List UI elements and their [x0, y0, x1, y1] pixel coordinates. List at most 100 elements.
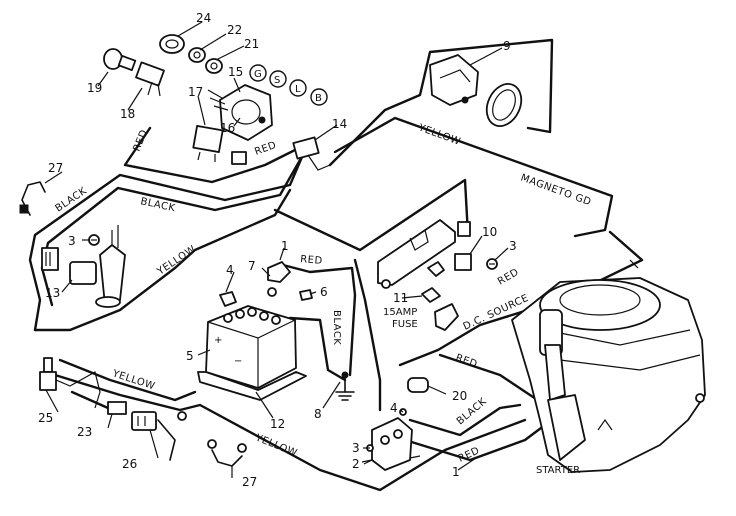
leader-lines	[44, 21, 509, 478]
ground-cable-bottom	[207, 439, 247, 467]
svg-text:+: +	[214, 335, 222, 346]
part-20: 20	[452, 389, 467, 403]
center-harness	[273, 178, 470, 252]
battery-bolt	[219, 291, 237, 307]
terminal-l: L	[295, 84, 301, 95]
starter-label: STARTER	[536, 465, 580, 476]
part-12: 12	[270, 417, 285, 431]
seal-ring	[159, 34, 185, 54]
battery-screw	[299, 289, 313, 301]
light-socket	[135, 61, 165, 97]
part-27-top: 27	[48, 161, 63, 175]
svg-text:−: −	[234, 356, 242, 367]
part-14: 14	[332, 117, 347, 131]
spark-plug	[39, 357, 101, 409]
red-to-starter	[438, 353, 547, 407]
component-labels: 15AMP FUSE STARTER	[383, 307, 580, 476]
yellow-harness-top	[328, 38, 554, 167]
battery-tray	[197, 371, 307, 401]
ignition-switch	[207, 84, 273, 141]
label-yellow-bottom: YELLOW	[110, 368, 156, 392]
fuse	[381, 279, 441, 303]
battery-black-cable	[288, 316, 347, 382]
label-red-right: RED	[496, 267, 521, 288]
part-18: 18	[120, 107, 135, 121]
part-1-top: 1	[281, 239, 289, 253]
label-black-battery: BLACK	[331, 310, 342, 345]
switch-connector	[192, 125, 247, 165]
part-3-right: 3	[509, 239, 517, 253]
magneto-module	[429, 54, 523, 127]
light-bulb	[103, 48, 137, 71]
screw-right	[486, 258, 498, 270]
fuse-holder	[434, 303, 459, 331]
center-harness-lower	[353, 258, 382, 412]
part-1-bottom: 1	[452, 465, 460, 479]
magneto-ground-harness	[333, 116, 614, 238]
part-3-left: 3	[68, 234, 76, 248]
label-yellow-top: YELLOW	[416, 122, 462, 148]
part-27-bottom: 27	[242, 475, 257, 489]
label-yellow-left: YELLOW	[155, 244, 198, 278]
part-6: 6	[320, 285, 328, 299]
red-harness-bottom	[403, 423, 547, 462]
solenoid-bracket	[377, 219, 472, 286]
part-26: 26	[122, 457, 137, 471]
yellow-harness-middle	[33, 188, 292, 332]
label-magneto: MAGNETO GD	[519, 172, 593, 208]
part-9: 9	[503, 39, 511, 53]
part-24: 24	[196, 11, 211, 25]
part-22: 22	[227, 23, 242, 37]
label-red-battery: RED	[300, 254, 323, 267]
engine	[511, 259, 706, 473]
nut	[205, 58, 223, 74]
part-11: 11	[393, 291, 408, 305]
part-23: 23	[77, 425, 92, 439]
ground-symbol	[335, 371, 355, 401]
left-connector	[41, 247, 59, 271]
switch-terminal-letters: G S L B	[249, 64, 328, 106]
part-numbers: 24 22 21 9 19 18 17 15 16 14 27 3 13 1 7…	[38, 11, 517, 489]
ground-cable-left	[19, 181, 46, 216]
part-16: 16	[220, 121, 235, 135]
red-harness-switch	[123, 126, 297, 184]
part-3-bottom: 3	[352, 441, 360, 455]
connector-26	[131, 411, 187, 461]
part-21: 21	[244, 37, 259, 51]
starter-solenoid	[361, 417, 421, 471]
part-17: 17	[188, 85, 203, 99]
part-13: 13	[45, 286, 60, 300]
part-15: 15	[228, 65, 243, 79]
part-25: 25	[38, 411, 53, 425]
part-7: 7	[248, 259, 256, 273]
black-harness-bottom	[408, 403, 522, 437]
part-4-bottom: 4	[390, 401, 398, 415]
cable-23	[70, 390, 127, 415]
label-red-engine: RED	[454, 352, 479, 370]
yellow-harness-bottom	[53, 373, 527, 492]
pto-switch	[407, 377, 429, 393]
part-10: 10	[482, 225, 497, 239]
part-19: 19	[87, 81, 102, 95]
washer	[188, 47, 206, 63]
fuse-label-line2: FUSE	[392, 319, 418, 330]
terminal-s: S	[274, 75, 280, 86]
dc-source-harness	[398, 230, 644, 367]
part-5: 5	[186, 349, 194, 363]
seat-switch	[69, 225, 126, 308]
battery: + −	[205, 305, 297, 389]
label-red-switch: RED	[132, 128, 151, 153]
part-8: 8	[314, 407, 322, 421]
screw-left	[88, 234, 100, 246]
harness-connector-block	[292, 136, 331, 171]
part-2: 2	[352, 457, 360, 471]
label-red-solenoid: RED	[253, 140, 278, 158]
part-4-battery: 4	[226, 263, 234, 277]
battery-terminal-clip	[267, 261, 291, 297]
terminal-g: G	[254, 69, 262, 80]
battery-red-cable	[281, 263, 357, 377]
terminal-b: B	[315, 93, 322, 104]
wire-harness	[28, 38, 644, 492]
